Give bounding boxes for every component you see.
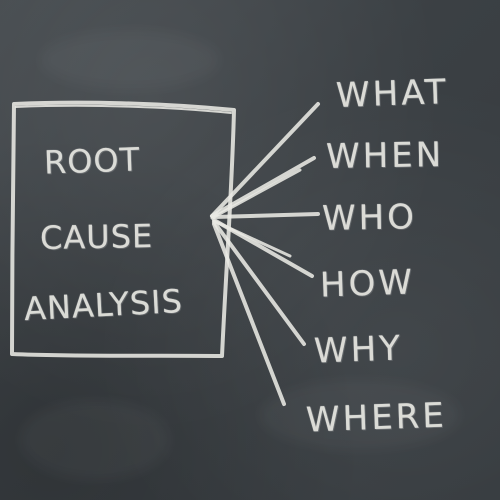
question-where: WHERE	[305, 395, 448, 441]
box-line-cause: CAUSE	[39, 217, 154, 257]
ray-when	[210, 156, 316, 218]
box-outline	[10, 100, 236, 358]
question-why: WHY	[313, 328, 404, 372]
ray-why	[212, 220, 306, 346]
rays	[210, 102, 320, 406]
question-how: HOW	[319, 262, 416, 306]
question-when: WHEN	[325, 134, 445, 178]
question-what: WHAT	[335, 72, 450, 116]
box-outline-overstroke	[15, 104, 232, 114]
ray-who	[212, 212, 320, 219]
box-line-root: ROOT	[43, 140, 141, 182]
question-who: WHO	[321, 197, 418, 239]
ray-what	[210, 102, 320, 218]
ray-extra-upper	[210, 168, 302, 220]
ray-where	[212, 222, 286, 406]
ray-extra-lower	[212, 219, 292, 258]
